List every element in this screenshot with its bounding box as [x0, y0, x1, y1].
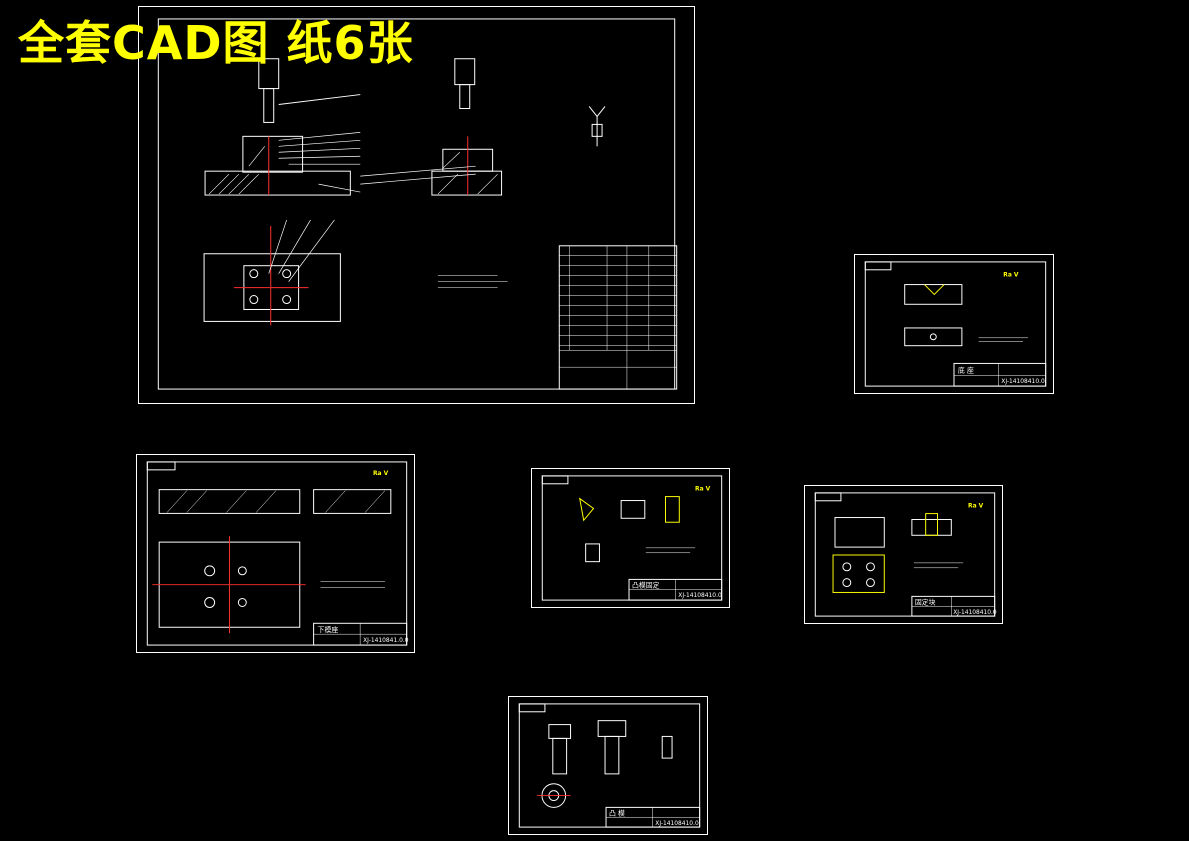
title-block-code: XJ-14108410.0	[655, 821, 699, 827]
part-drawing-sheet[interactable]: 固定块 XJ-14108410.0 Ra V	[804, 485, 1003, 624]
title-block-code: XJ-1410841.0.0	[363, 637, 409, 644]
assembly-drawing-sheet[interactable]	[138, 6, 695, 404]
title-block-code: XJ-14108410.0	[953, 610, 997, 616]
drawing-set-title-banner: 全套CAD图 纸6张	[18, 16, 414, 70]
part-drawing-sheet[interactable]: 底 座 XJ-14108410.0 Ra V	[854, 254, 1054, 394]
assembly-drawing	[157, 18, 678, 390]
part-drawing-sheet[interactable]: 下模座 XJ-1410841.0.0 Ra V	[136, 454, 415, 653]
title-block-title: 下模座	[318, 625, 339, 634]
title-block-title: 凸模固定	[632, 580, 660, 589]
title-block-title: 固定块	[915, 597, 936, 606]
title-block-title: 底 座	[958, 365, 974, 374]
roughness-mark: Ra V	[968, 504, 984, 510]
title-block-code: XJ-14108410.0	[678, 593, 722, 599]
part-drawing-sheet[interactable]: 凸模固定 XJ-14108410.0 Ra V	[531, 468, 730, 608]
title-block-code: XJ-14108410.0	[1001, 379, 1045, 385]
roughness-mark: Ra V	[695, 487, 711, 493]
title-block-title: 凸 模	[609, 808, 625, 817]
roughness-mark: Ra V	[373, 470, 389, 477]
part-drawing-sheet[interactable]: 凸 模 XJ-14108410.0	[508, 696, 708, 835]
roughness-mark: Ra V	[1003, 273, 1019, 279]
